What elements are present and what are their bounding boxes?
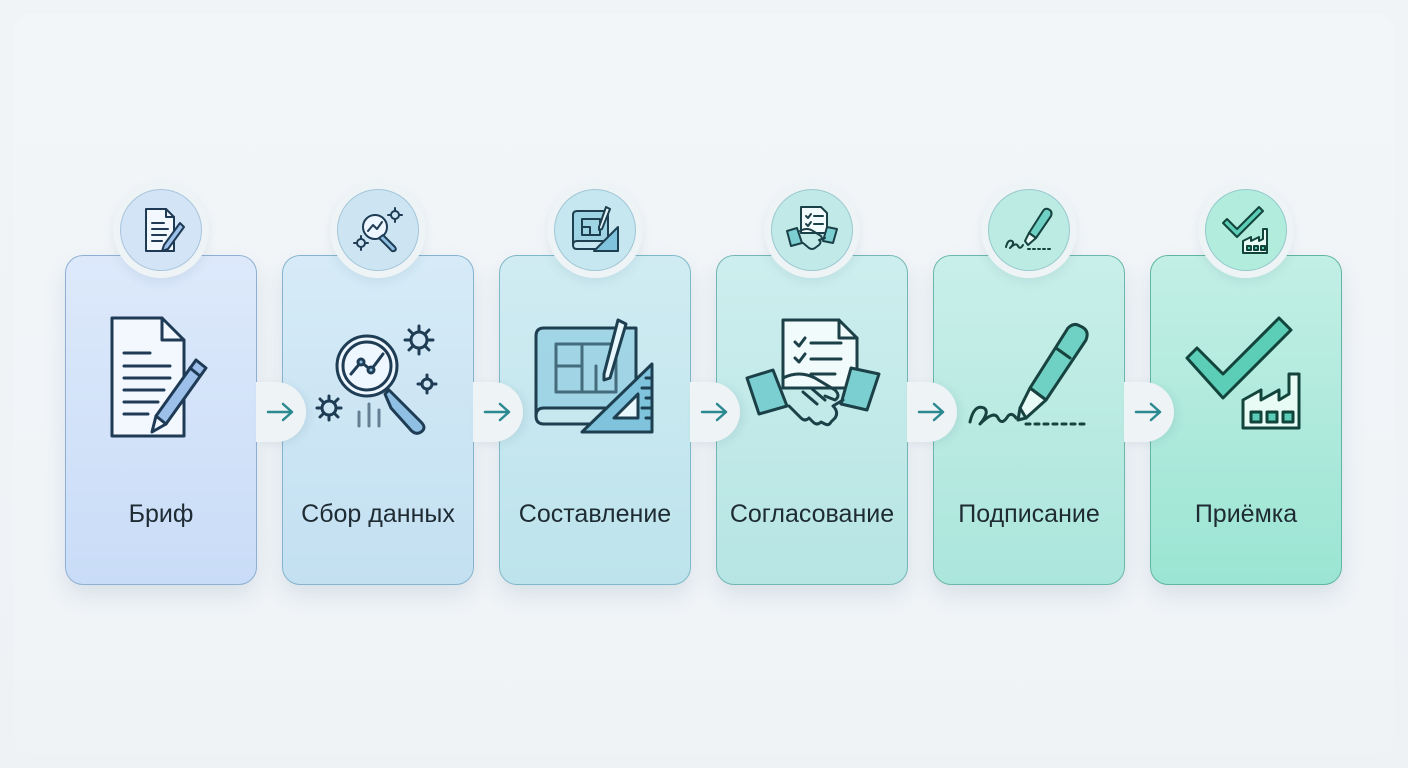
handshake-document-icon — [743, 308, 883, 448]
handshake-document-icon — [771, 189, 853, 271]
step-connector — [473, 382, 523, 442]
fountain-pen-signature-icon — [960, 308, 1100, 448]
step-label: Согласование — [729, 499, 895, 528]
step-connector — [1124, 382, 1174, 442]
step-card-signing: Подписание — [933, 255, 1125, 585]
checkmark-factory-icon — [1177, 308, 1317, 448]
step-badge — [547, 182, 643, 278]
document-pencil-icon — [120, 189, 202, 271]
arrow-right-icon — [483, 402, 511, 422]
arrow-right-icon — [1134, 402, 1162, 422]
magnifier-chart-gears-icon — [309, 308, 449, 448]
step-badge — [113, 182, 209, 278]
step-connector — [256, 382, 306, 442]
step-badge — [981, 182, 1077, 278]
step-connector — [690, 382, 740, 442]
arrow-right-icon — [700, 402, 728, 422]
step-badge — [764, 182, 860, 278]
step-card-brief: Бриф — [65, 255, 257, 585]
step-label: Приёмка — [1194, 499, 1298, 528]
step-card-approval: Согласование — [716, 255, 908, 585]
step-label: Бриф — [128, 499, 194, 528]
magnifier-chart-gears-icon — [337, 189, 419, 271]
step-label: Подписание — [958, 499, 1100, 528]
arrow-right-icon — [917, 402, 945, 422]
step-card-data-collection: Сбор данных — [282, 255, 474, 585]
step-connector — [907, 382, 957, 442]
blueprint-ruler-icon — [554, 189, 636, 271]
step-label: Сбор данных — [301, 499, 455, 528]
arrow-right-icon — [266, 402, 294, 422]
step-badge — [330, 182, 426, 278]
checkmark-factory-icon — [1205, 189, 1287, 271]
step-badge — [1198, 182, 1294, 278]
step-card-acceptance: Приёмка — [1150, 255, 1342, 585]
step-label: Составление — [518, 499, 672, 528]
document-pencil-icon — [92, 308, 232, 448]
blueprint-ruler-icon — [526, 308, 666, 448]
fountain-pen-signature-icon — [988, 189, 1070, 271]
step-card-drafting: Составление — [499, 255, 691, 585]
